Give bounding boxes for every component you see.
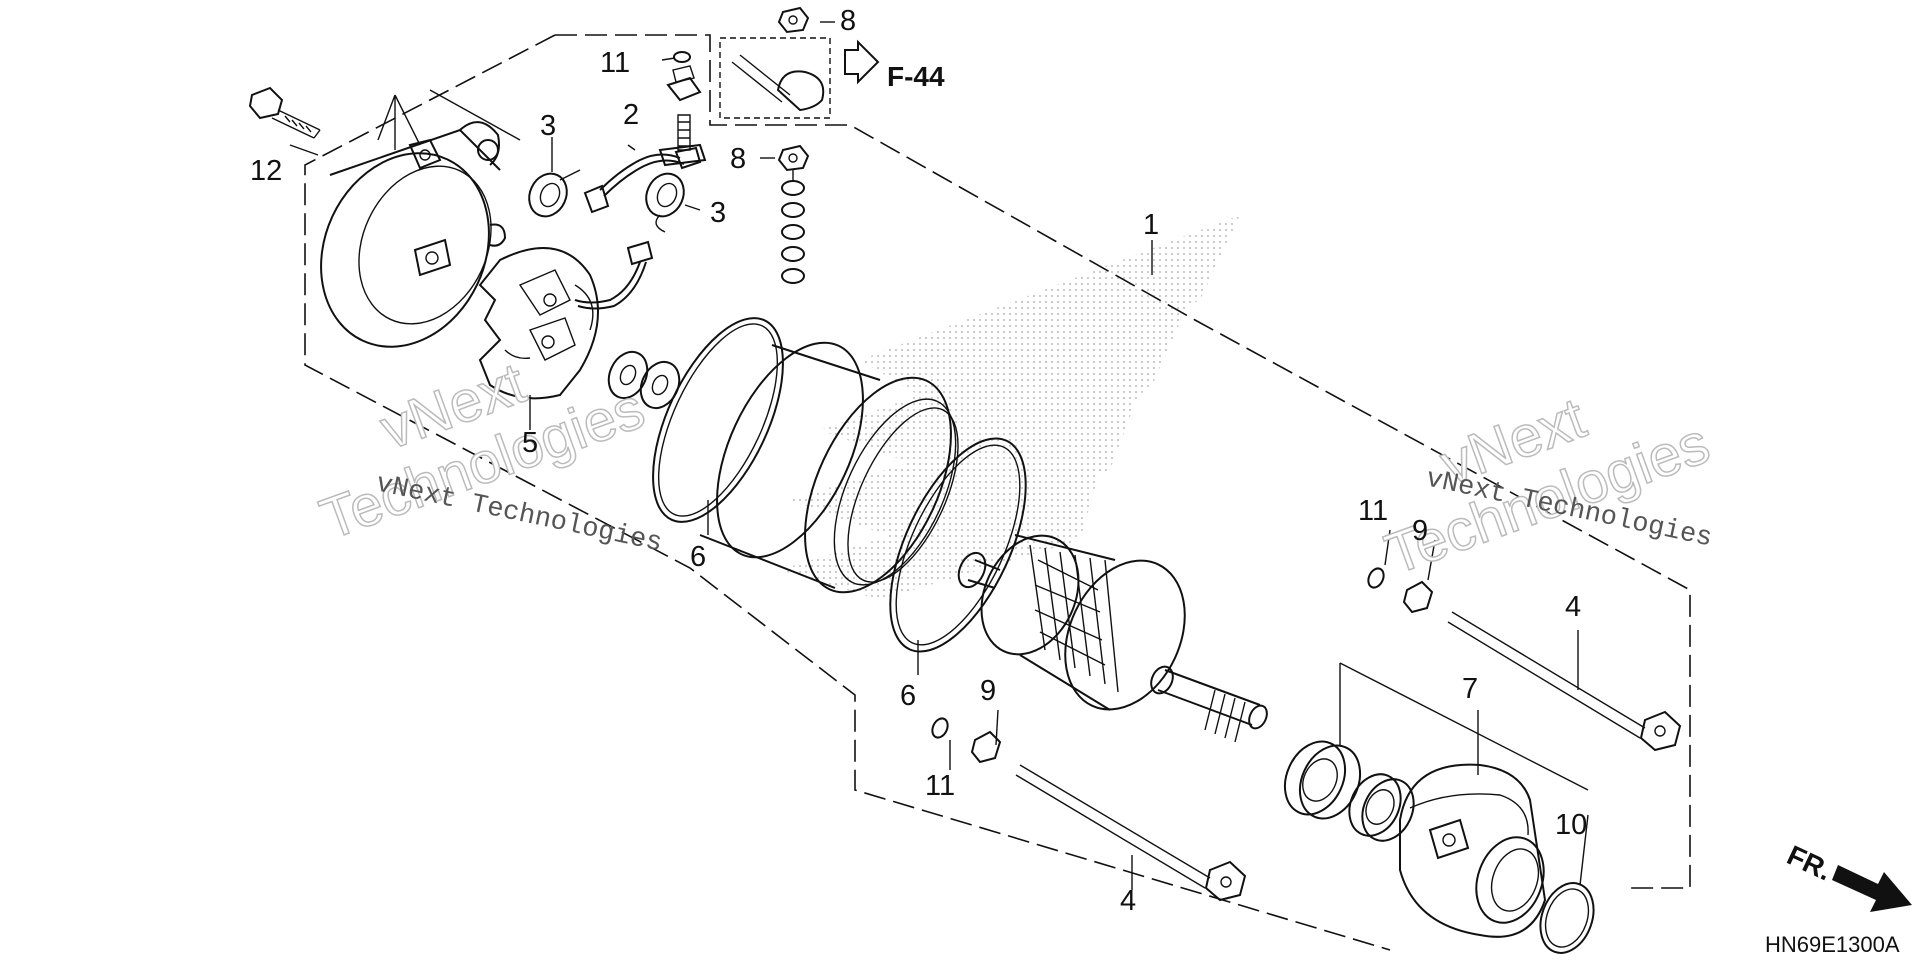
callout-3-right[interactable]: 3 <box>710 197 726 229</box>
front-label: FR. <box>1782 839 1836 886</box>
armature <box>957 534 1268 743</box>
assembly-boundary <box>304 34 1691 951</box>
callout-4-lower[interactable]: 4 <box>1120 885 1136 917</box>
reference-arrow-icon <box>844 39 880 85</box>
callout-4-upper[interactable]: 4 <box>1565 591 1581 623</box>
nut-stack-part-8 <box>777 144 810 284</box>
bearing-part-10-a <box>1283 740 1362 820</box>
callout-12[interactable]: 12 <box>250 155 282 187</box>
leader-lines <box>289 21 1589 890</box>
callout-6-left[interactable]: 6 <box>690 541 706 573</box>
o-ring-part-6-left <box>652 317 784 523</box>
spring-part-3-left <box>528 169 581 218</box>
bearing-part-10-b <box>1348 773 1415 842</box>
brush-wire-lower <box>574 240 654 310</box>
front-direction-indicator: FR. <box>1782 839 1912 912</box>
nut-part-8-top <box>777 6 810 34</box>
front-cover-part-7 <box>1399 763 1547 938</box>
o-ring-part-6-right <box>889 437 1027 653</box>
front-arrow-icon <box>1832 865 1912 912</box>
callouts: 1 2 3 3 4 4 5 6 6 7 8 8 9 9 10 11 11 11 … <box>250 5 1587 917</box>
callout-7[interactable]: 7 <box>1462 673 1478 705</box>
callout-2[interactable]: 2 <box>623 99 639 131</box>
callout-6-right[interactable]: 6 <box>900 680 916 712</box>
callout-10[interactable]: 10 <box>1555 809 1587 841</box>
callout-8-stack[interactable]: 8 <box>730 143 746 175</box>
callout-9-upper[interactable]: 9 <box>1412 515 1428 547</box>
background-wing-logo <box>780 215 1240 600</box>
terminal-bolt <box>658 65 707 167</box>
through-bolt-upper <box>1367 567 1682 752</box>
reference-label[interactable]: F-44 <box>887 61 945 92</box>
brush-holder-plate <box>478 247 599 400</box>
callout-3-left[interactable]: 3 <box>540 110 556 142</box>
rear-cover <box>320 89 521 348</box>
spring-part-3-right <box>645 172 685 233</box>
callout-1[interactable]: 1 <box>1143 209 1159 241</box>
watermark-right: vNext Technologies vNext Technologies <box>1376 385 1718 588</box>
o-ring-part-10 <box>1539 882 1595 954</box>
callout-11-upper[interactable]: 11 <box>1358 495 1388 527</box>
bolt-part-12 <box>248 86 321 139</box>
callout-5[interactable]: 5 <box>522 427 538 459</box>
callout-11-lower[interactable]: 11 <box>925 770 955 802</box>
callout-8-top[interactable]: 8 <box>840 5 856 37</box>
washer-part-11-top <box>673 51 691 63</box>
brush-part-2 <box>583 146 702 214</box>
diagram-code: HN69E1300A <box>1765 932 1900 957</box>
callout-11-top[interactable]: 11 <box>600 47 630 79</box>
callout-9-lower[interactable]: 9 <box>980 675 996 707</box>
watermark-left: vNext Technologies vNext Technologies <box>311 350 664 560</box>
through-bolt-lower <box>931 717 1247 902</box>
motor-case-yoke <box>699 341 959 594</box>
f44-reference-group: F-44 <box>719 37 945 119</box>
